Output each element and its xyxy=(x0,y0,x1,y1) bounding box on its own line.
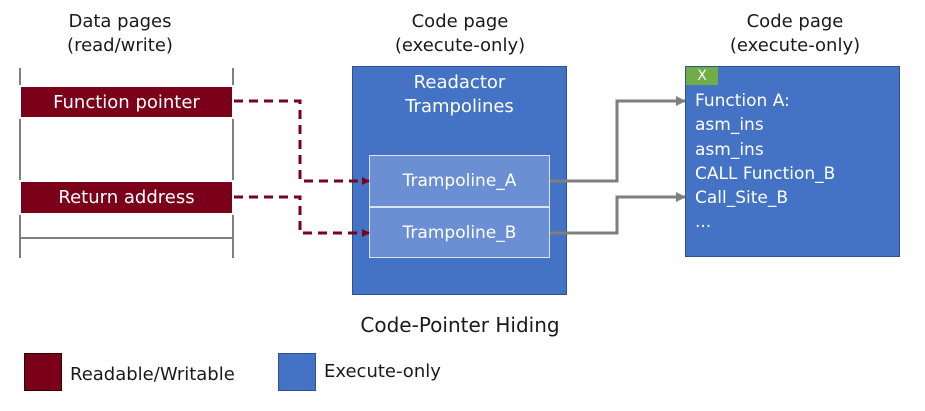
return-address-entry: Return address xyxy=(19,180,234,215)
readactor-title: Readactor Trampolines xyxy=(353,71,566,119)
data-pages-header-line2: (read/write) xyxy=(67,35,173,56)
trampoline-b: Trampoline_B xyxy=(369,207,550,258)
function-pointer-entry: Function pointer xyxy=(19,85,234,119)
trampoline-a: Trampoline_A xyxy=(369,155,550,207)
data-pages-right-edge xyxy=(232,68,234,258)
data-pages-divider xyxy=(19,237,234,239)
readactor-title-line1: Readactor xyxy=(413,72,506,93)
code-line: asm_ins xyxy=(695,115,764,135)
code-page-mid-header-line2: (execute-only) xyxy=(394,35,526,56)
code-line: Function A: xyxy=(695,91,790,111)
code-line: ... xyxy=(695,212,712,232)
code-pointer-hiding-caption: Code-Pointer Hiding xyxy=(360,313,560,337)
code-page-mid-header-line1: Code page xyxy=(411,11,509,32)
trampoline-a-to-function-a-arrow xyxy=(550,96,686,183)
data-pages-left-edge xyxy=(19,68,21,258)
code-page-panel: X Function A: asm_ins asm_ins CALL Funct… xyxy=(685,66,900,257)
function-pointer-dashed-arrow xyxy=(234,99,370,185)
code-page-mid-header: Code page (execute-only) xyxy=(370,10,550,58)
legend-label-execute-only: Execute-only xyxy=(324,361,441,382)
legend-swatch-execute-only xyxy=(278,353,316,391)
data-pages-header: Data pages (read/write) xyxy=(30,10,210,58)
code-page-right-header-line1: Code page xyxy=(746,11,844,32)
code-line: CALL Function_B xyxy=(695,164,836,184)
execute-badge: X xyxy=(686,67,718,85)
return-address-dashed-arrow xyxy=(234,195,370,237)
code-line: Call_Site_B xyxy=(695,188,789,208)
data-pages-header-line1: Data pages xyxy=(68,11,172,32)
code-line: asm_ins xyxy=(695,140,764,160)
trampoline-b-to-call-site-b-arrow xyxy=(550,192,686,235)
code-page-right-header-line2: (execute-only) xyxy=(729,35,861,56)
legend-swatch-readable-writable xyxy=(24,353,62,391)
legend-label-readable-writable: Readable/Writable xyxy=(70,364,235,385)
readactor-title-line2: Trampolines xyxy=(405,96,514,117)
code-page-right-header: Code page (execute-only) xyxy=(705,10,885,58)
